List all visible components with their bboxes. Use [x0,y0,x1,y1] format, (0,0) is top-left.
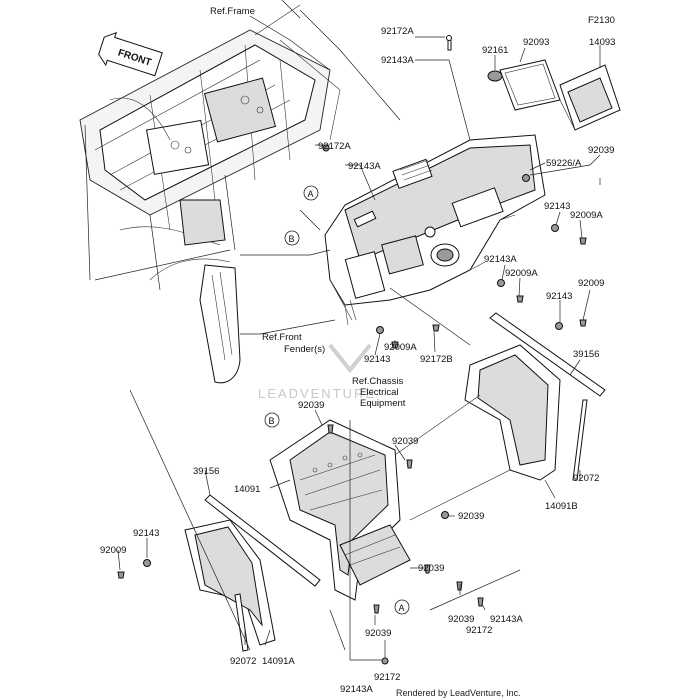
ref-chassis-line3: Equipment [360,398,406,409]
part-label: 59226/A [546,158,582,169]
part-label: 92039 [365,628,391,639]
part-label: 92143 [546,291,572,302]
callout-a-bottom: A [394,599,410,615]
trim-strips [204,312,606,652]
part-label: 92039 [392,436,418,447]
part-label: 92072 [573,473,599,484]
callout-b-top: B [284,230,300,246]
instrument-panel [324,134,546,326]
part-label: 14091 [234,484,260,495]
frame-assembly [79,4,341,291]
footer-credit: Rendered by LeadVenture, Inc. [396,688,521,698]
front-arrow-icon: FRONT [98,31,163,77]
ref-chassis-line2: Electrical [360,387,399,398]
svg-text:LEADVENTURE: LEADVENTURE [258,386,376,401]
part-label: 92093 [523,37,549,48]
part-label: 92172A [318,141,351,152]
watermark: LEADVENTURE [258,343,376,401]
part-label: 92172B [420,354,453,365]
ref-front-fender-line1: Ref.Front [262,332,302,343]
part-label: 92143A [484,254,517,265]
ref-chassis-line1: Ref.Chassis [352,376,403,387]
reference-labels: F2130 Ref.Frame Ref.Front Fender(s) Ref.… [210,6,615,409]
svg-text:B: B [289,234,295,244]
part-label: 92172A [381,26,414,37]
part-label: 14093 [589,37,615,48]
part-label: 92039 [458,511,484,522]
part-label: 14091A [262,656,295,667]
part-label: 92143 [133,528,159,539]
callout-b-bottom: B [264,412,280,428]
part-label: 92172 [466,625,492,636]
front-fender [149,258,241,384]
part-label: 92009 [100,545,126,556]
part-label: 92172 [374,672,400,683]
part-label: 92143A [340,684,373,695]
fasteners [117,144,587,665]
right-panel-14091b [394,344,561,521]
part-label: 92143A [348,161,381,172]
part-label: 92009A [505,268,538,279]
part-label: 92009A [384,342,417,353]
lower-panel-14091 [269,419,411,601]
glovebox-parts [446,35,621,131]
part-label: 92039 [588,145,614,156]
svg-text:B: B [269,416,275,426]
part-label: 92143 [544,201,570,212]
part-label: 39156 [193,466,219,477]
part-label: 92143A [381,55,414,66]
part-label: 92072 [230,656,256,667]
part-label: 92143 [364,354,390,365]
part-label: 92009 [578,278,604,289]
part-label: 92161 [482,45,508,56]
ref-frame-label: Ref.Frame [210,6,255,17]
part-label: 92039 [448,614,474,625]
figure-code: F2130 [588,15,615,26]
part-label: 39156 [573,349,599,360]
ref-front-fender-line2: Fender(s) [284,344,325,355]
part-label: 14091B [545,501,578,512]
part-number-labels: 92172A 92143A 92161 92093 14093 92172A 9… [100,26,615,695]
part-label: 92039 [418,563,444,574]
part-label: 92143A [490,614,523,625]
part-label: 92039 [298,400,324,411]
leader-lines [117,0,601,661]
svg-text:A: A [308,189,314,199]
left-panel-14091a [184,519,276,646]
svg-text:A: A [399,603,405,613]
part-label: 92009A [570,210,603,221]
callout-a-top: A [303,185,319,201]
